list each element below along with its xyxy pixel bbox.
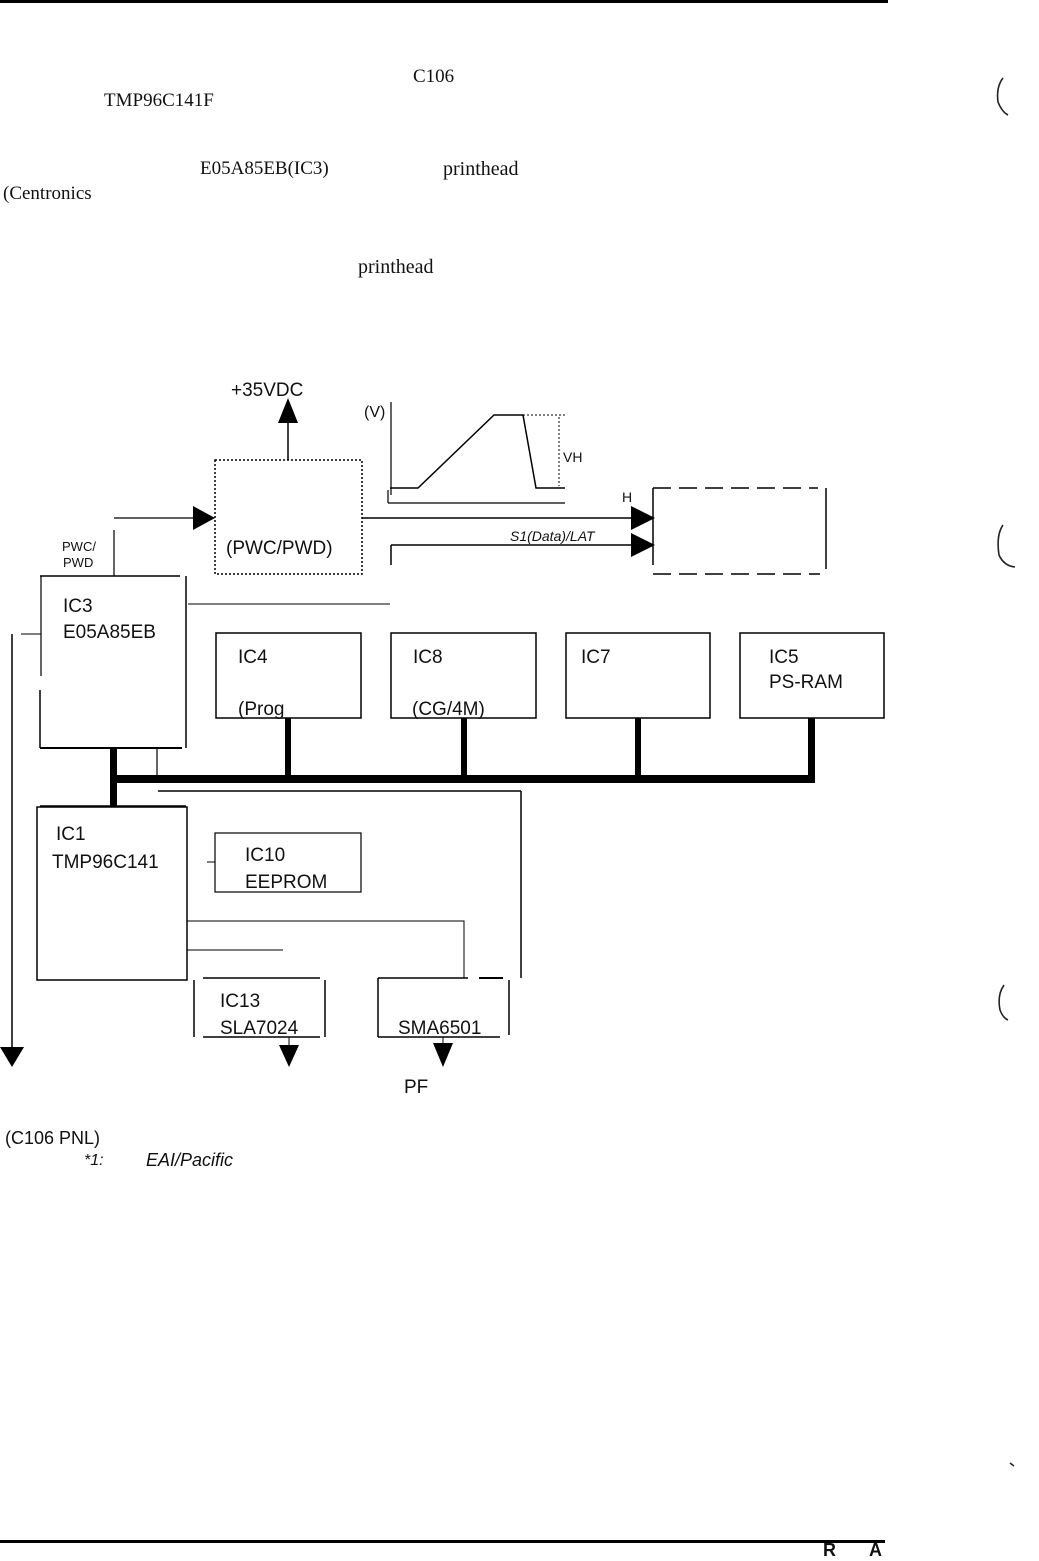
text-gate-array: E05A85EB(IC3) <box>200 158 329 179</box>
cr-motor-arrow-icon <box>279 1045 299 1067</box>
chip-ic10: IC10 EEPROM <box>207 832 362 893</box>
waveform-line <box>390 414 565 489</box>
pf-motor-arrow-icon <box>433 1043 453 1067</box>
footnote-marker: *1: <box>84 1152 104 1169</box>
top-rule <box>0 0 888 3</box>
head-h-arrow-icon <box>631 506 655 530</box>
binder-hole-mark <box>997 524 1016 568</box>
power-label: +35VDC <box>231 380 303 401</box>
text-c106: C106 <box>413 66 455 87</box>
chip-ic3-id: IC3 <box>63 596 93 617</box>
footer-letter-a: A <box>869 1540 882 1560</box>
chip-ic13-name: SLA7024 <box>220 1018 299 1039</box>
vh-label: VH <box>563 449 582 465</box>
panel-arrow-icon <box>0 1047 24 1067</box>
pwc-label-1: PWC/ <box>62 539 96 554</box>
chip-ic3-name: E05A85EB <box>63 622 156 643</box>
chip-sma6501-name: SMA6501 <box>398 1018 481 1039</box>
chip-ic1-name: TMP96C141 <box>52 852 159 873</box>
waveform-axis-label: (V) <box>364 404 385 421</box>
chip-ic1: IC1 TMP96C141 <box>36 805 188 981</box>
chip-sma6501: SMA6501 <box>377 977 510 1067</box>
head-h-label: H <box>622 489 632 505</box>
chip-ic4-sub: (Prog <box>238 699 284 720</box>
head-driver-label: (PWC/PWD) <box>226 538 333 559</box>
head-data-arrow-icon <box>631 533 655 557</box>
text-printhead-2: printhead <box>358 256 434 278</box>
text-cpu-model: TMP96C141F <box>104 90 214 111</box>
pf-label: PF <box>404 1077 428 1098</box>
bottom-rule <box>0 1540 885 1543</box>
chip-ic3: IC3 E05A85EB <box>39 575 187 749</box>
chip-ic5: IC5 PS-RAM <box>739 632 885 719</box>
input-arrow-icon <box>193 506 215 530</box>
chip-ic5-name: PS-RAM <box>769 672 843 693</box>
chip-ic7: IC7 <box>565 632 711 719</box>
pwc-label-2: PWD <box>63 555 93 570</box>
scan-speck <box>1009 1462 1015 1467</box>
head-data-label: S1(Data)/LAT <box>510 528 596 544</box>
chip-ic4-id: IC4 <box>238 647 268 668</box>
data-bus <box>110 718 815 806</box>
binder-hole-mark <box>996 77 1009 116</box>
footnote-text: EAI/Pacific <box>146 1150 234 1170</box>
chip-ic7-id: IC7 <box>581 647 611 668</box>
footer-letter-r: R <box>823 1540 836 1560</box>
chip-ic10-id: IC10 <box>245 845 285 866</box>
chip-ic4: IC4 (Prog <box>215 632 362 720</box>
chip-ic8: IC8 (CG/4M) <box>390 632 537 720</box>
text-centronics: (Centronics <box>3 183 92 204</box>
chip-ic5-id: IC5 <box>769 647 799 668</box>
head-driver-box <box>214 459 363 575</box>
binder-hole-mark <box>998 984 1009 1021</box>
chip-ic1-id: IC1 <box>56 824 86 845</box>
text-printhead-1: printhead <box>443 158 519 180</box>
chip-ic13: IC13 SLA7024 <box>193 977 326 1067</box>
power-arrow-icon <box>278 398 298 423</box>
chip-ic13-id: IC13 <box>220 991 260 1012</box>
chip-ic8-id: IC8 <box>413 647 443 668</box>
chip-ic8-sub: (CG/4M) <box>412 699 485 720</box>
footnote-panel: (C106 PNL) <box>5 1128 101 1148</box>
ic1-to-sma-line <box>187 920 465 978</box>
chip-ic10-name: EEPROM <box>245 872 327 893</box>
